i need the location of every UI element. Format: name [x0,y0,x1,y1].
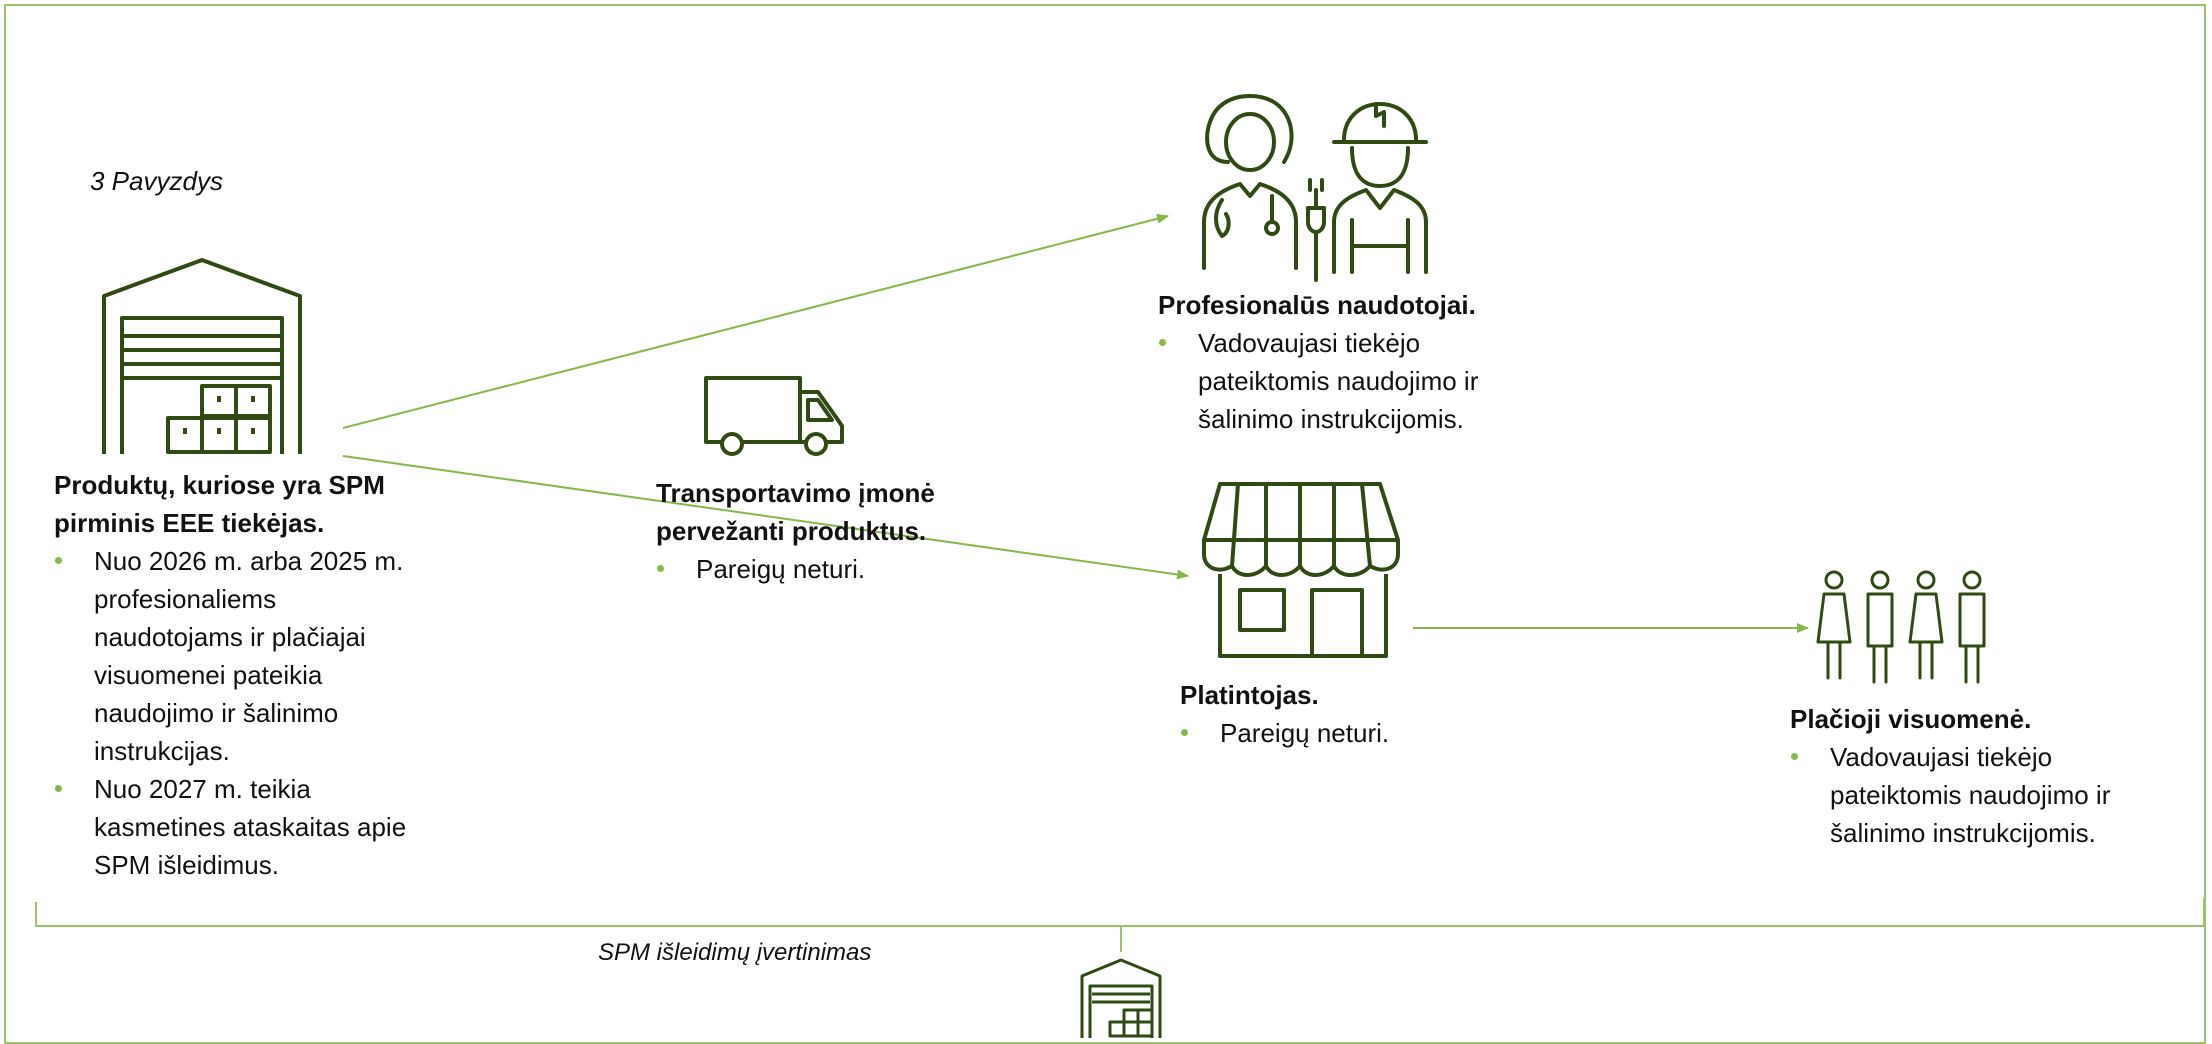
distributor-title: Platintojas. [1180,680,1319,710]
supplier-bullet: Nuo 2026 m. arba 2025 m. profesionaliems… [54,542,424,770]
bottom-bracket [35,898,2205,927]
transport-node: Transportavimo įmonė pervežanti produktu… [656,474,976,588]
public-node: Plačioji visuomenė. Vadovaujasi tiekėjo … [1790,700,2190,852]
arrow-supplier-to-distributor [342,455,1189,580]
professionals-icon [1202,94,1428,282]
arrow-supplier-to-professional [342,213,1169,429]
bottom-label: SPM išleidimų įvertinimas [598,939,872,966]
professional-bullet: Vadovaujasi tiekėjo pateiktomis naudojim… [1158,324,1518,438]
distributor-node: Platintojas. Pareigų neturi. [1180,676,1500,752]
warehouse-icon [102,258,302,454]
public-title: Plačioji visuomenė. [1790,704,2032,734]
public-bullet: Vadovaujasi tiekėjo pateiktomis naudojim… [1790,738,2150,852]
example-label: 3 Pavyzdys [90,166,223,196]
transport-title: Transportavimo įmonė pervežanti produktu… [656,478,935,546]
professional-title: Profesionalūs naudotojai. [1158,290,1476,320]
professional-node: Profesionalūs naudotojai. Vadovaujasi ti… [1158,286,1558,438]
supplier-title: Produktų, kuriose yra SPM pirminis EEE t… [54,470,385,538]
people-icon [1816,570,1986,684]
truck-icon [704,376,844,456]
supplier-node: Produktų, kuriose yra SPM pirminis EEE t… [54,466,424,884]
distributor-bullet: Pareigų neturi. [1180,714,1500,752]
supplier-bullet: Nuo 2027 m. teikia kasmetines ataskaitas… [54,770,424,884]
warehouse-small-icon [1080,958,1162,1038]
transport-bullet: Pareigų neturi. [656,550,976,588]
store-icon [1202,482,1400,658]
